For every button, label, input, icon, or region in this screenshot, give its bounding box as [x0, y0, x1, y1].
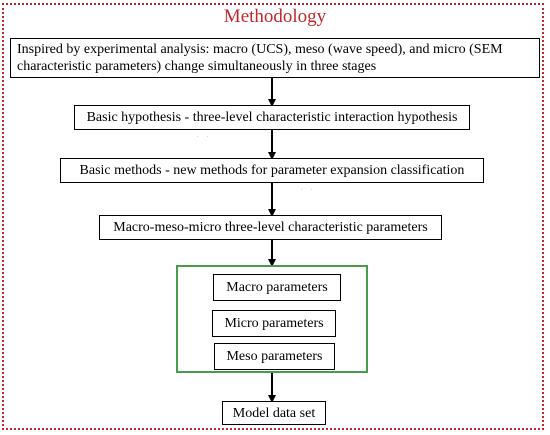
faint-mark: · ·	[300, 185, 316, 196]
meso-parameters-text: Meso parameters	[226, 349, 323, 364]
dataset-text: Model data set	[232, 405, 316, 421]
methodology-frame	[2, 3, 544, 430]
methods-text: Basic methods - new methods for paramete…	[79, 163, 465, 178]
parameter-group	[176, 265, 368, 373]
diagram-title: Methodology	[223, 6, 327, 27]
micro-parameters-text: Micro parameters	[224, 316, 324, 331]
meso-parameters-box: Meso parameters	[214, 343, 335, 370]
macro-parameters-box: Macro parameters	[213, 274, 341, 301]
micro-parameters-box: Micro parameters	[212, 310, 336, 337]
methods-box: Basic methods - new methods for paramete…	[60, 158, 484, 183]
inspiration-text: Inspired by experimental analysis: macro…	[17, 42, 503, 74]
faint-mark: · ·	[196, 132, 212, 143]
hypothesis-box: Basic hypothesis - three-level character…	[74, 105, 470, 130]
macro-parameters-text: Macro parameters	[226, 280, 328, 295]
dataset-box: Model data set	[222, 401, 326, 425]
hypothesis-text: Basic hypothesis - three-level character…	[86, 110, 458, 125]
inspiration-box: Inspired by experimental analysis: macro…	[10, 38, 540, 78]
parameters-text: Macro-meso-micro three-level characteris…	[113, 220, 428, 235]
parameters-box: Macro-meso-micro three-level characteris…	[99, 215, 442, 240]
